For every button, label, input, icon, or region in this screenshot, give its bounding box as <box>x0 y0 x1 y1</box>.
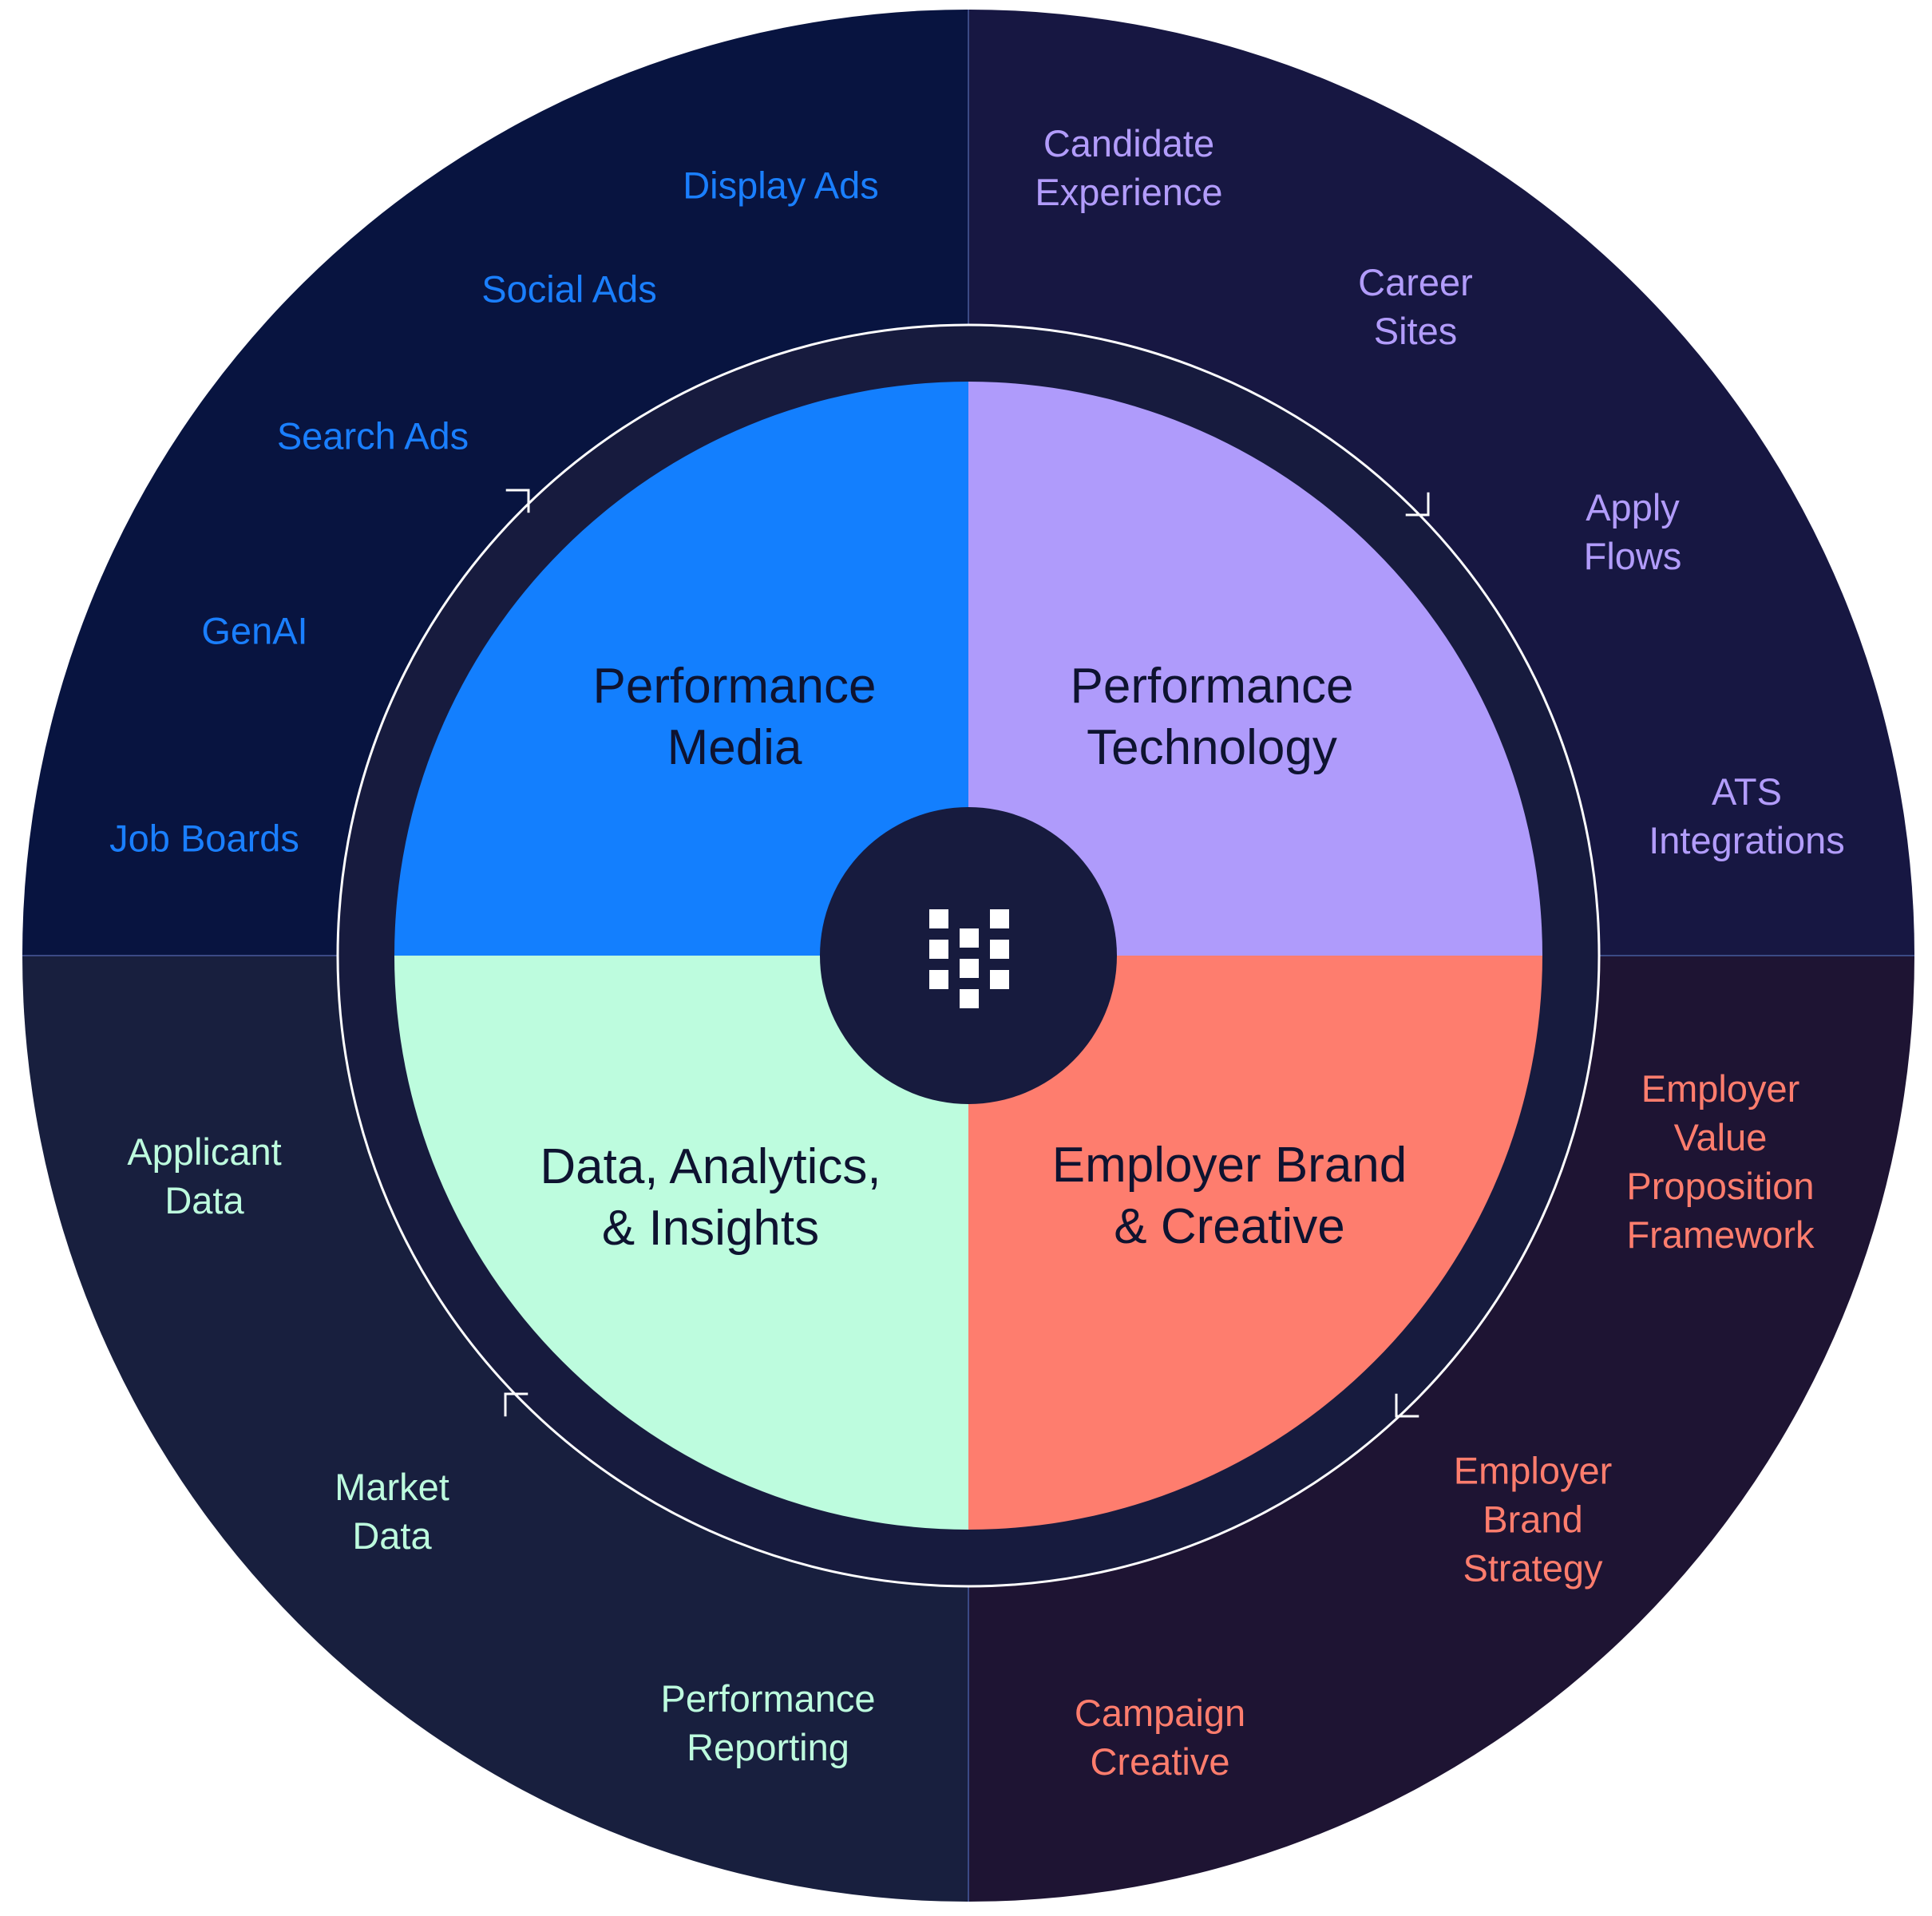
item-line: Value <box>1673 1116 1768 1158</box>
item-line: Data <box>352 1514 432 1557</box>
brand-logo-icon <box>929 909 1009 1008</box>
core-quadrant-data-analytics <box>394 956 968 1530</box>
item-line: Job Boards <box>109 817 299 860</box>
item-career-sites: Career Sites <box>1358 258 1473 355</box>
item-market-data: Market Data <box>335 1463 449 1560</box>
item-line: Candidate <box>1043 122 1215 164</box>
item-line: Search Ads <box>276 414 469 457</box>
item-line: Campaign <box>1074 1692 1246 1734</box>
core-quadrant-employer-brand <box>968 956 1542 1530</box>
item-line: Employer <box>1453 1449 1613 1492</box>
title-line: & Creative <box>1114 1199 1345 1254</box>
item-line: Creative <box>1090 1740 1230 1783</box>
title-performance-technology: Performance Technology <box>1071 655 1354 778</box>
item-line: Employer <box>1641 1067 1800 1110</box>
item-search-ads: Search Ads <box>277 412 469 461</box>
title-line: Data, Analytics, <box>540 1139 881 1194</box>
item-line: GenAI <box>201 609 308 652</box>
item-line: Framework <box>1626 1213 1815 1256</box>
core-quadrant-performance-media <box>394 382 968 956</box>
item-ats-integrations: ATS Integrations <box>1649 767 1845 865</box>
item-applicant-data: Applicant Data <box>127 1127 281 1225</box>
item-line: ATS <box>1712 770 1782 813</box>
item-line: Display Ads <box>683 164 879 207</box>
item-line: Applicant <box>127 1130 282 1173</box>
title-line: Performance <box>592 659 877 714</box>
item-line: Social Ads <box>481 267 657 311</box>
item-genai: GenAI <box>201 607 307 655</box>
item-campaign-creative: Campaign Creative <box>1075 1688 1245 1786</box>
title-line: Employer Brand <box>1051 1138 1407 1193</box>
title-employer-brand: Employer Brand & Creative <box>1052 1134 1407 1257</box>
item-line: Integrations <box>1649 819 1845 861</box>
item-line: Experience <box>1035 171 1223 213</box>
item-performance-reporting: Performance Reporting <box>660 1674 875 1772</box>
item-line: Proposition <box>1626 1165 1815 1207</box>
title-performance-media: Performance Media <box>593 655 877 778</box>
item-apply-flows: Apply Flows <box>1584 483 1682 580</box>
item-line: Brand <box>1483 1498 1583 1541</box>
item-line: Flows <box>1583 535 1682 577</box>
item-line: Reporting <box>687 1726 849 1768</box>
cycle-arrow-icon-bottom-right <box>1395 1393 1419 1418</box>
item-line: Performance <box>660 1677 876 1720</box>
title-line: Performance <box>1070 659 1354 714</box>
item-line: Market <box>335 1466 449 1508</box>
cycle-arrow-icon-top-right <box>1405 492 1430 517</box>
item-social-ads: Social Ads <box>481 265 656 314</box>
item-employer-brand-strategy: Employer Brand Strategy <box>1454 1447 1613 1593</box>
hub-circle <box>820 807 1117 1104</box>
item-line: Career <box>1358 261 1473 303</box>
cycle-ring <box>336 323 1601 1588</box>
core-quadrant-performance-technology <box>968 382 1542 956</box>
cycle-arrow-icon-bottom-left <box>504 1392 529 1417</box>
title-data-analytics: Data, Analytics, & Insights <box>540 1136 881 1259</box>
item-display-ads: Display Ads <box>683 161 879 210</box>
item-line: Sites <box>1373 310 1458 352</box>
cycle-arrow-icon-top-left <box>505 489 530 513</box>
title-line: Technology <box>1087 720 1337 775</box>
item-line: Apply <box>1586 486 1680 528</box>
item-line: Strategy <box>1463 1546 1603 1589</box>
item-job-boards: Job Boards <box>109 814 299 863</box>
item-candidate-experience: Candidate Experience <box>1035 119 1222 216</box>
title-line: Media <box>667 720 802 775</box>
item-employer-value-proposition-framework: Employer Value Proposition Framework <box>1626 1064 1814 1259</box>
title-line: & Insights <box>601 1201 820 1256</box>
item-line: Data <box>164 1179 244 1221</box>
